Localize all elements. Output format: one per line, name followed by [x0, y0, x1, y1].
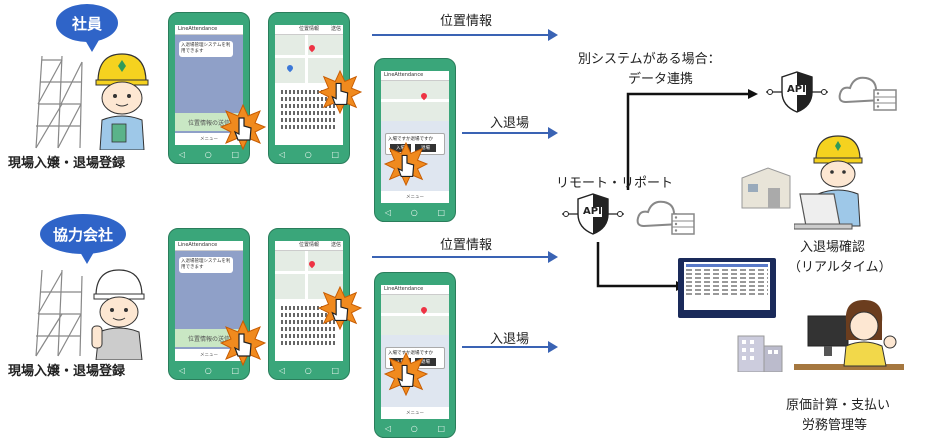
other-system-text-1: 別システムがある場合： [578, 52, 721, 67]
app-title: LineAttendance [175, 241, 243, 251]
flow-entry-arrowhead-1 [548, 127, 558, 139]
employee-caption: 現場入嬢・退場登録 [8, 156, 126, 171]
back-icon[interactable]: ◁ [278, 365, 286, 375]
home-icon[interactable]: ○ [204, 365, 212, 375]
tap-icon [384, 352, 428, 396]
partner-bubble: 協力会社 [40, 214, 126, 264]
app-message: 入退場管理システムを利用できます [179, 41, 233, 57]
tap-icon [220, 104, 266, 150]
other-system-text-2: データ連携 [628, 72, 694, 87]
home-icon[interactable]: ○ [204, 149, 212, 159]
enter-button[interactable]: 入場 [390, 144, 411, 152]
cloud-server-icon [636, 200, 695, 235]
api-label-2: API [787, 84, 806, 95]
back-icon[interactable]: ◁ [384, 207, 392, 217]
confirm-question: 入場ですか退場ですか [388, 137, 433, 142]
map-view[interactable] [275, 251, 343, 299]
back-icon[interactable]: ◁ [178, 149, 186, 159]
home-icon[interactable]: ○ [304, 149, 312, 159]
home-icon[interactable]: ○ [410, 423, 418, 433]
menu-bar[interactable]: メニュー [381, 191, 449, 203]
remote-report-label: リモート・リポート [556, 176, 674, 191]
worker-employee-illustration [95, 53, 149, 150]
api-label-1: API [583, 206, 602, 217]
phone-nav: ◁ ○ □ [169, 148, 249, 160]
map-send[interactable]: 送信 [330, 26, 341, 32]
phone-map-1: 位置情報 送信 ◁ ○ □ [268, 12, 350, 164]
flow-location-arrowhead-2 [548, 251, 558, 263]
confirm-question: 入場ですか退場ですか [388, 351, 433, 356]
exit-button[interactable]: 退場 [415, 144, 436, 152]
flow-location-label-1: 位置情報 [440, 14, 493, 29]
exit-button[interactable]: 退場 [415, 358, 436, 366]
home-icon[interactable]: ○ [304, 365, 312, 375]
employee-bubble: 社員 [56, 4, 118, 52]
flow-location-arrow-2 [372, 256, 548, 258]
site-office-icon [741, 167, 791, 209]
confirm-dialog: 入場ですか退場ですか 入場退場 [385, 133, 445, 155]
worker-partner-illustration [91, 269, 145, 360]
app-message: 入退場管理システムを利用できます [179, 257, 233, 273]
recent-icon[interactable]: □ [331, 365, 340, 375]
map-view[interactable] [275, 35, 343, 83]
dashboard-screen [684, 262, 770, 310]
cost-text-1: 原価計算・支払い [786, 398, 891, 413]
flow-entry-arrow-1 [462, 132, 548, 134]
back-icon[interactable]: ◁ [384, 423, 392, 433]
partner-caption: 現場入嬢・退場登録 [8, 364, 126, 379]
tap-icon [318, 70, 362, 114]
flow-entry-label-1: 入退場 [490, 116, 530, 131]
app-title: LineAttendance [381, 71, 449, 81]
tap-icon [220, 320, 266, 366]
flow-location-label-2: 位置情報 [440, 238, 493, 253]
cloud-server-icon [838, 76, 897, 111]
flow-location-arrow-1 [372, 34, 548, 36]
tap-icon [318, 286, 362, 330]
recent-icon[interactable]: □ [231, 149, 240, 159]
confirm-text-2: （リアルタイム） [788, 260, 892, 275]
recent-icon[interactable]: □ [437, 423, 446, 433]
back-icon[interactable]: ◁ [278, 149, 286, 159]
manager-laptop-illustration [794, 135, 863, 230]
recent-icon[interactable]: □ [437, 207, 446, 217]
tap-icon [384, 142, 428, 186]
location-list [279, 87, 339, 141]
map-title: 位置情報 [298, 242, 319, 248]
scaffold-illustration-2 [35, 269, 83, 357]
flow-entry-arrowhead-2 [548, 341, 558, 353]
confirm-text-1: 入退場確認 [800, 240, 866, 255]
map-send[interactable]: 送信 [330, 242, 341, 248]
home-icon[interactable]: ○ [410, 207, 418, 217]
employee-bubble-label: 社員 [71, 14, 102, 33]
location-list [279, 303, 339, 357]
flow-location-arrowhead-1 [548, 29, 558, 41]
flow-entry-label-2: 入退場 [490, 332, 530, 347]
office-building-icon [737, 335, 783, 372]
map-title: 位置情報 [298, 26, 319, 32]
back-icon[interactable]: ◁ [178, 365, 186, 375]
flow-entry-arrow-2 [462, 346, 548, 348]
menu-bar[interactable]: メニュー [381, 407, 449, 419]
app-title: LineAttendance [175, 25, 243, 35]
cost-text-2: 労務管理等 [802, 418, 868, 433]
accountant-illustration [794, 300, 904, 370]
partner-bubble-label: 協力会社 [52, 225, 113, 244]
recent-icon[interactable]: □ [331, 149, 340, 159]
phone-confirm-2: LineAttendance 入場ですか退場ですか 入場退場 メニュー ◁ ○ □ [374, 272, 456, 438]
enter-button[interactable]: 入場 [390, 358, 411, 366]
recent-icon[interactable]: □ [231, 365, 240, 375]
dashboard-monitor [678, 258, 776, 318]
app-title: LineAttendance [381, 285, 449, 295]
scaffold-illustration-1 [35, 55, 83, 149]
phone-confirm-1: LineAttendance 入場ですか退場ですか 入場退場 メニュー ◁ ○ □ [374, 58, 456, 222]
